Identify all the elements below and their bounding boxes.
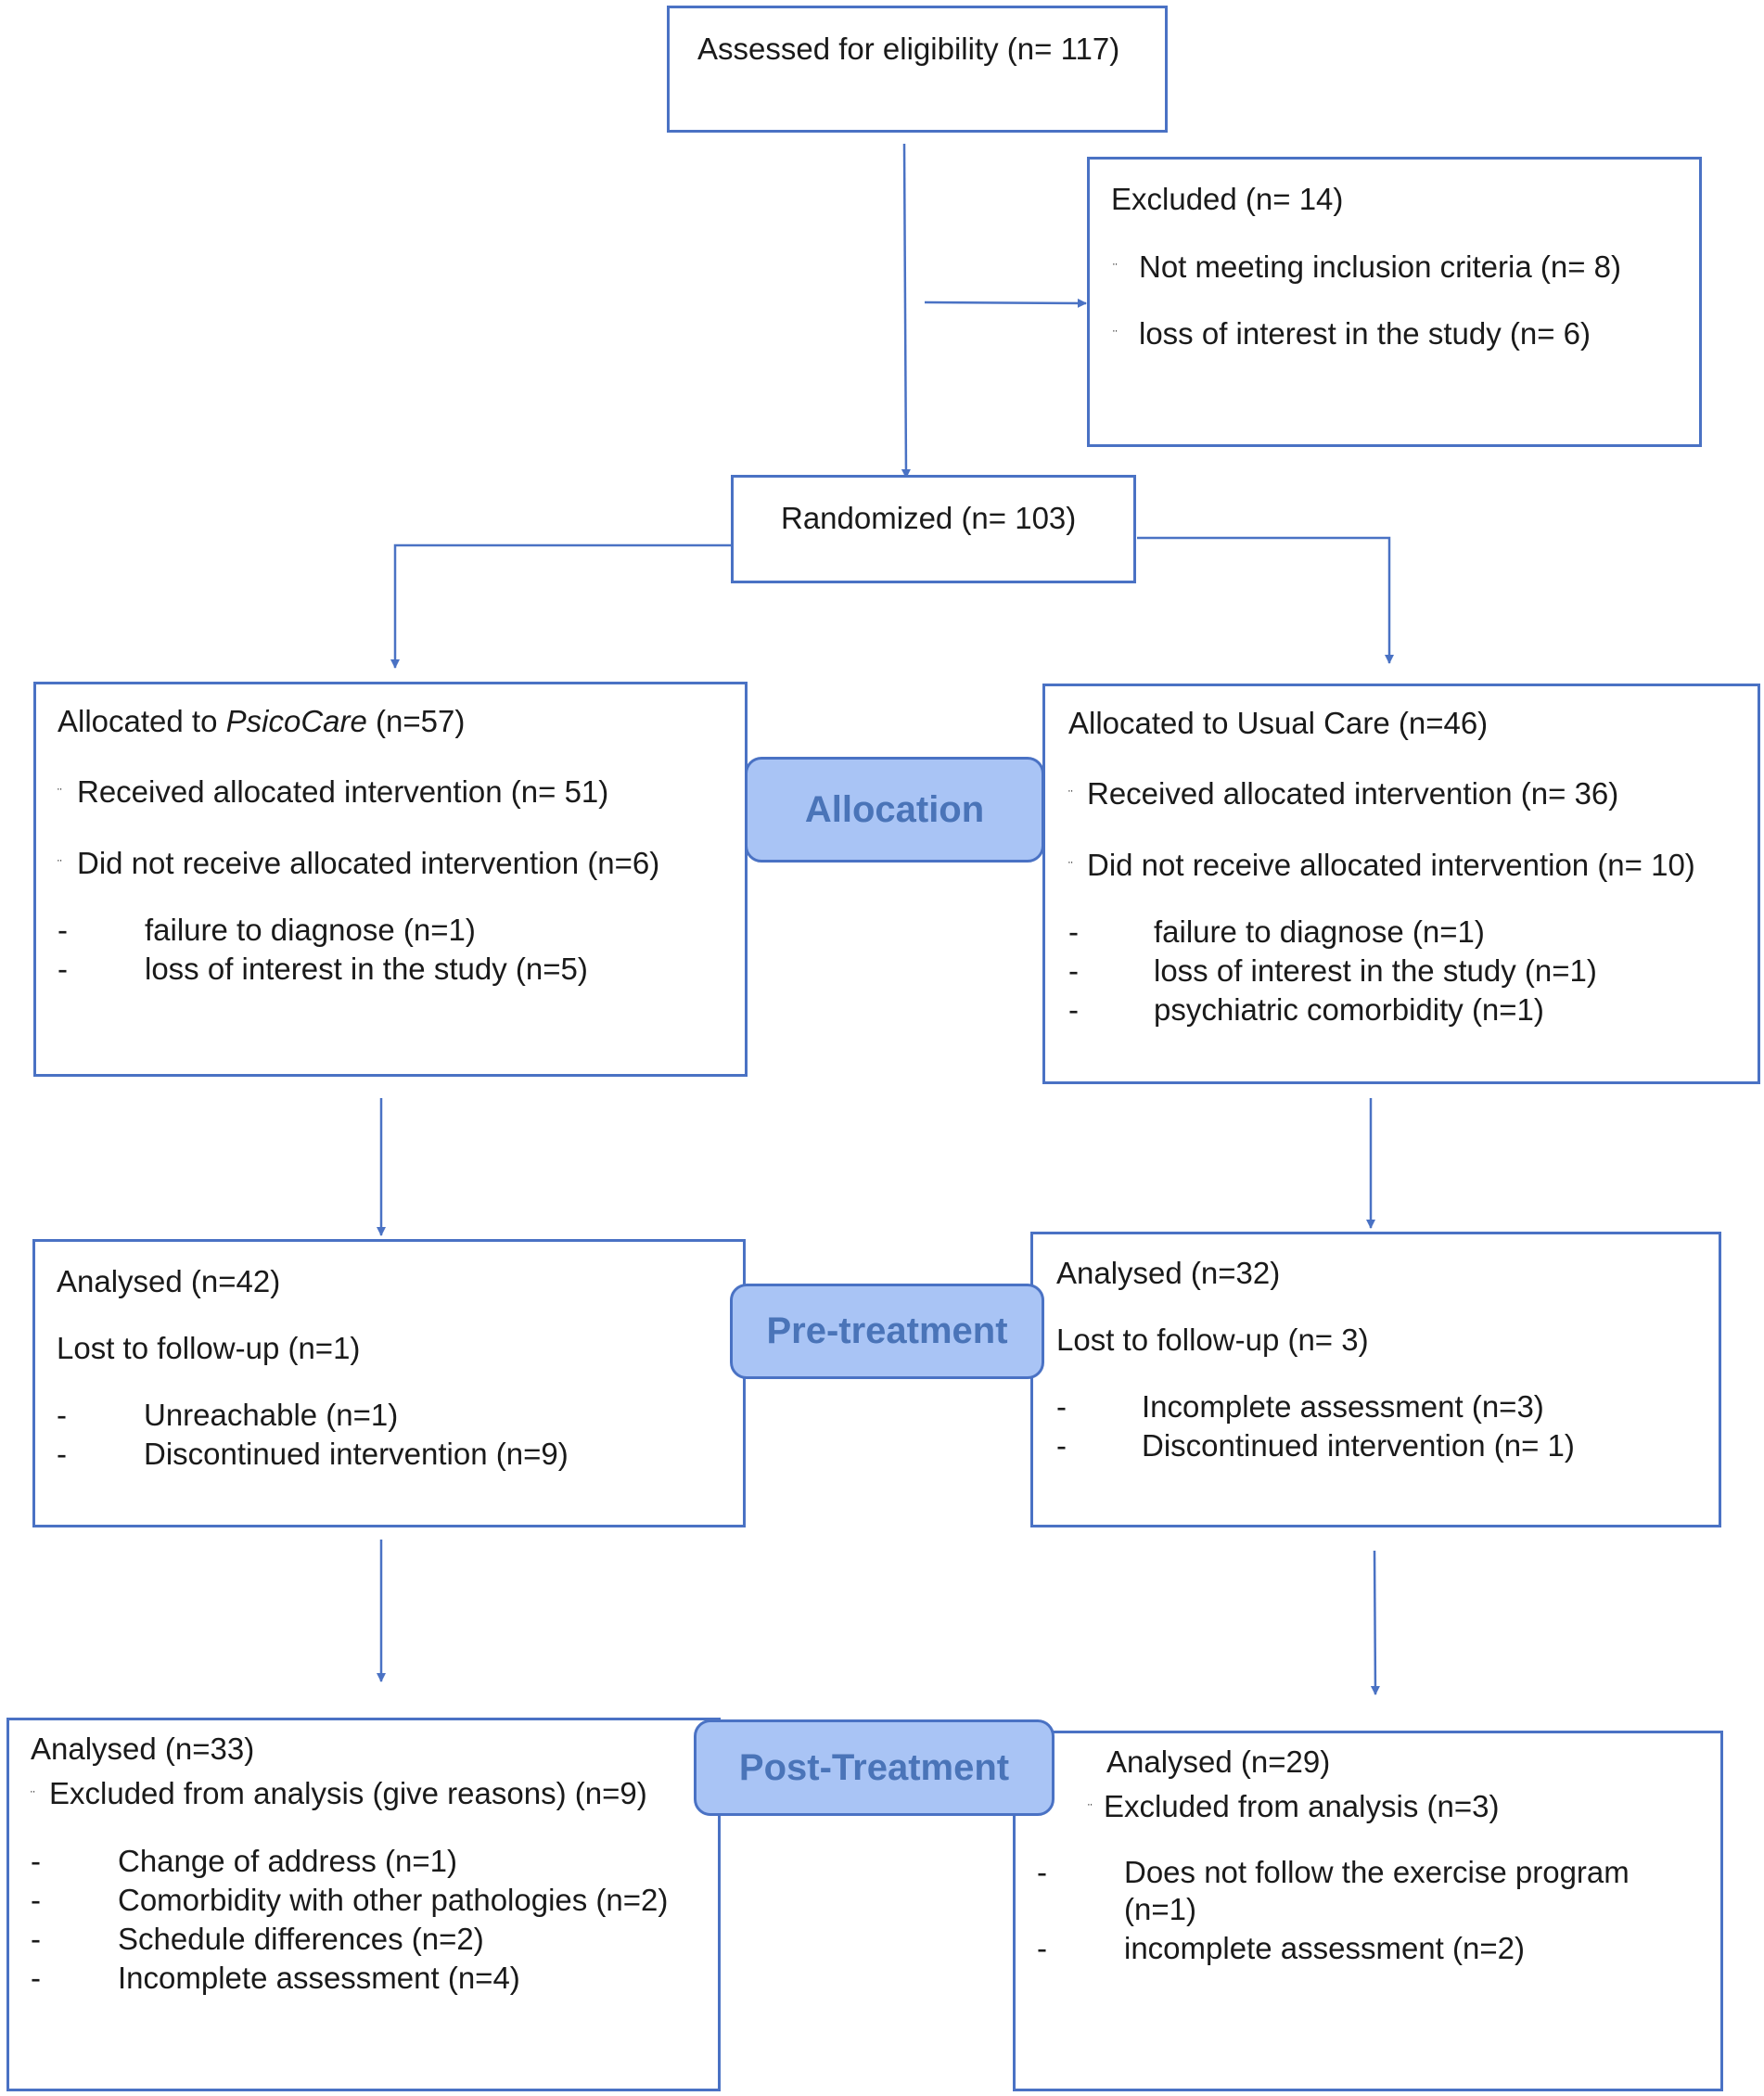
randomized-title: Randomized (n= 103) xyxy=(781,501,1077,535)
allocation-usual-care-box: Allocated to Usual Care (n=46) ¨ Receive… xyxy=(1042,684,1760,1084)
stage-label-allocation: Allocation xyxy=(745,757,1044,863)
analysed-count: Analysed (n=29) xyxy=(1106,1745,1331,1779)
reason-item: Schedule differences (n=2) xyxy=(118,1922,484,1956)
lost-to-follow-up: Lost to follow-up (n= 3) xyxy=(1056,1323,1369,1357)
excluded-box: Excluded (n= 14) ¨ Not meeting inclusion… xyxy=(1087,157,1702,447)
arrow-to-excluded xyxy=(924,298,1087,308)
dash-marker: - xyxy=(31,1922,41,1956)
eligibility-box: Assessed for eligibility (n= 117) xyxy=(667,6,1168,133)
excluded-from-analysis: Excluded from analysis (n=3) xyxy=(1104,1789,1500,1823)
lost-to-follow-up: Lost to follow-up (n=1) xyxy=(57,1331,361,1365)
excluded-item: loss of interest in the study (n= 6) xyxy=(1139,316,1591,351)
bullet-marker: ¨ xyxy=(1113,261,1118,275)
reason-item: loss of interest in the study (n=1) xyxy=(1154,953,1597,988)
stage-label-post-treatment: Post-Treatment xyxy=(694,1719,1055,1816)
reason-item: Comorbidity with other pathologies (n=2) xyxy=(118,1883,669,1917)
reason-item: Does not follow the exercise program xyxy=(1124,1855,1630,1889)
reason-item-continuation: (n=1) xyxy=(1124,1892,1196,1926)
bullet-marker: ¨ xyxy=(58,786,62,800)
reason-item: Discontinued intervention (n= 1) xyxy=(1142,1428,1575,1463)
arrow-eligibility-to-randomized xyxy=(901,143,911,479)
post-treatment-right-box: Analysed (n=29) ¨ Excluded from analysis… xyxy=(1013,1731,1723,2091)
randomized-box: Randomized (n= 103) xyxy=(731,475,1136,583)
dash-marker: - xyxy=(1056,1389,1067,1424)
allocation-psicocare-title: Allocated to PsicoCare (n=57) xyxy=(58,704,466,738)
dash-marker: - xyxy=(57,1437,67,1471)
allocation-psicocare-box: Allocated to PsicoCare (n=57) ¨ Received… xyxy=(33,682,748,1077)
analysed-count: Analysed (n=32) xyxy=(1056,1256,1281,1290)
allocation-usual-care-title: Allocated to Usual Care (n=46) xyxy=(1068,706,1489,740)
dash-marker: - xyxy=(1037,1855,1047,1889)
not-received-intervention: Did not receive allocated intervention (… xyxy=(1087,848,1695,882)
dash-marker: - xyxy=(31,1844,41,1878)
dash-marker: - xyxy=(58,952,68,986)
pre-treatment-left-box: Analysed (n=42) Lost to follow-up (n=1) … xyxy=(32,1239,746,1527)
reason-item: Incomplete assessment (n=3) xyxy=(1142,1389,1544,1424)
reason-item: Unreachable (n=1) xyxy=(144,1398,399,1432)
analysed-count: Analysed (n=33) xyxy=(31,1732,255,1766)
reason-item: incomplete assessment (n=2) xyxy=(1124,1931,1525,1965)
arrow-pre-right-to-post xyxy=(1370,1550,1380,1695)
pre-treatment-right-box: Analysed (n=32) Lost to follow-up (n= 3)… xyxy=(1030,1232,1721,1527)
dash-marker: - xyxy=(1056,1428,1067,1463)
bullet-marker: ¨ xyxy=(58,857,62,872)
dash-marker: - xyxy=(1037,1931,1047,1965)
dash-marker: - xyxy=(31,1961,41,1995)
received-intervention: Received allocated intervention (n= 51) xyxy=(77,774,609,809)
eligibility-title: Assessed for eligibility (n= 117) xyxy=(697,32,1120,66)
reason-item: Change of address (n=1) xyxy=(118,1844,457,1878)
reason-item: psychiatric comorbidity (n=1) xyxy=(1154,992,1544,1027)
excluded-item: Not meeting inclusion criteria (n= 8) xyxy=(1139,249,1621,284)
dash-marker: - xyxy=(1068,914,1079,949)
dash-marker: - xyxy=(57,1398,67,1432)
dash-marker: - xyxy=(1068,953,1079,988)
not-received-intervention: Did not receive allocated intervention (… xyxy=(77,846,660,880)
bullet-marker: ¨ xyxy=(1113,327,1118,342)
stage-label-pre-treatment: Pre-treatment xyxy=(730,1284,1044,1379)
reason-item: Discontinued intervention (n=9) xyxy=(144,1437,569,1471)
dash-marker: - xyxy=(58,913,68,947)
dash-marker: - xyxy=(31,1883,41,1917)
received-intervention: Received allocated intervention (n= 36) xyxy=(1087,776,1619,811)
excluded-from-analysis: Excluded from analysis (give reasons) (n… xyxy=(49,1776,647,1810)
bullet-marker: ¨ xyxy=(31,1788,35,1803)
reason-item: Incomplete assessment (n=4) xyxy=(118,1961,520,1995)
dash-marker: - xyxy=(1068,992,1079,1027)
excluded-title: Excluded (n= 14) xyxy=(1111,182,1344,216)
bullet-marker: ¨ xyxy=(1088,1801,1093,1816)
bullet-marker: ¨ xyxy=(1068,859,1073,874)
reason-item: loss of interest in the study (n=5) xyxy=(145,952,588,986)
bullet-marker: ¨ xyxy=(1068,787,1073,802)
arrow-randomized-to-left xyxy=(390,543,732,669)
arrow-randomized-to-right xyxy=(1137,536,1394,664)
reason-item: failure to diagnose (n=1) xyxy=(145,913,476,947)
analysed-count: Analysed (n=42) xyxy=(57,1264,281,1298)
reason-item: failure to diagnose (n=1) xyxy=(1154,914,1485,949)
post-treatment-left-box: Analysed (n=33) ¨ Excluded from analysis… xyxy=(6,1718,721,2091)
